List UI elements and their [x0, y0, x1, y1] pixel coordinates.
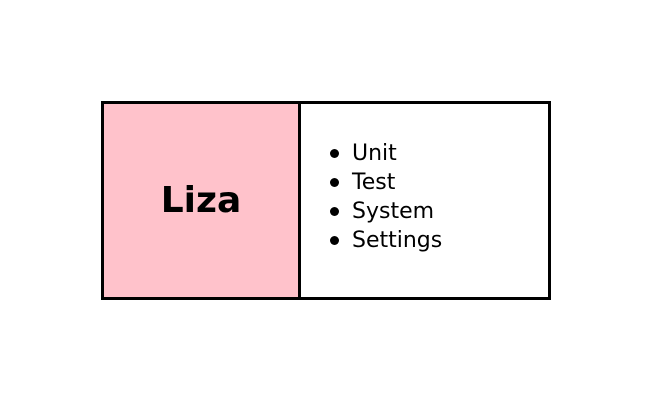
- list-item-label: Unit: [352, 140, 397, 166]
- list-item: Settings: [326, 226, 442, 255]
- user-card: Liza Unit Test System Settings: [101, 101, 551, 300]
- list-item: Unit: [326, 139, 442, 168]
- list-item: System: [326, 197, 442, 226]
- bullet-icon: [330, 148, 339, 158]
- user-name-label: Liza: [160, 180, 242, 221]
- list-item-label: Test: [352, 169, 396, 195]
- list-item-label: Settings: [352, 227, 443, 253]
- bullet-icon: [330, 177, 339, 187]
- items-panel: Unit Test System Settings: [301, 104, 548, 297]
- bullet-icon: [330, 206, 339, 216]
- items-list: Unit Test System Settings: [326, 139, 442, 255]
- name-panel: Liza: [104, 104, 301, 297]
- bullet-icon: [330, 235, 339, 245]
- list-item: Test: [326, 168, 442, 197]
- list-item-label: System: [352, 198, 435, 224]
